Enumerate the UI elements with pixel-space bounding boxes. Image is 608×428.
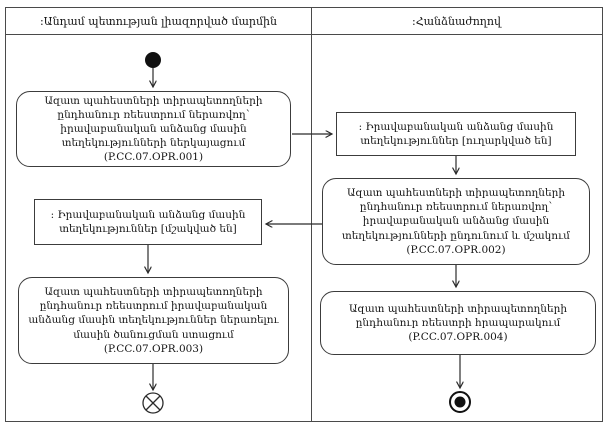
action-node-opr001: Ազատ պահեստների տիրապետողների ընդհանուր … xyxy=(16,91,291,167)
lane-title-authorized-body: :Անդամ պետության լիազորված մարմին xyxy=(39,14,278,28)
action-node-opr003: Ազատ պահեստների տիրապետողների ընդհանուր … xyxy=(18,277,289,364)
swimlane-header-row: :Անդամ պետության լիազորված մարմին :Հանձն… xyxy=(6,8,602,35)
object-node-info-sent: : Իրավաբանական անձանց մասին տեղեկություն… xyxy=(336,112,576,156)
action-node-opr004: Ազատ պահեստների տիրապետողների ընդհանուր … xyxy=(320,291,596,355)
action-node-opr002: Ազատ պահեստների տիրապետողների ընդհանուր … xyxy=(322,178,590,265)
object-node-info-processed: : Իրավաբանական անձանց մասին տեղեկություն… xyxy=(34,199,262,245)
lane-title-commission: :Հանձնաժողով xyxy=(412,14,501,28)
lane-divider xyxy=(311,8,312,421)
